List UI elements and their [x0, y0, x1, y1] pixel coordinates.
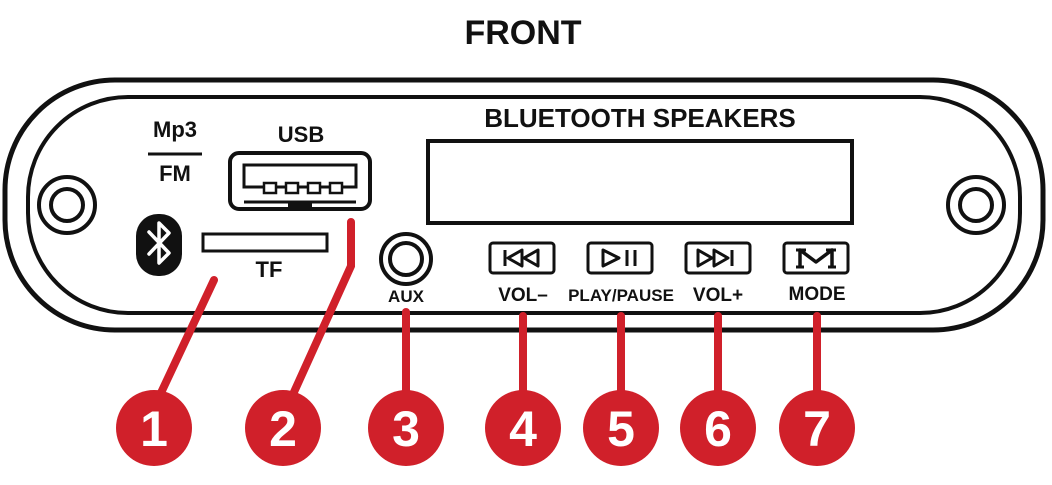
vol-down-button[interactable] — [488, 241, 556, 275]
previous-track-icon — [503, 248, 540, 268]
mode-button[interactable] — [782, 241, 850, 275]
leader-line-2 — [281, 218, 355, 416]
callout-4-number: 4 — [509, 401, 537, 457]
mode-label-fm: FM — [159, 161, 191, 186]
mode-label-mp3: Mp3 — [153, 117, 197, 142]
panel-header: BLUETOOTH SPEAKERS — [484, 103, 796, 133]
play-pause-button[interactable] — [586, 241, 654, 275]
bluetooth-icon — [136, 214, 182, 276]
callout-4: 4 — [485, 390, 561, 466]
vol-up-label: VOL+ — [693, 285, 743, 306]
usb-port[interactable] — [228, 151, 372, 211]
diagram-title: FRONT — [464, 14, 581, 52]
vol-up-button[interactable] — [684, 241, 752, 275]
callout-6: 6 — [680, 390, 756, 466]
leader-line-1 — [148, 276, 218, 416]
callout-5-number: 5 — [607, 401, 635, 457]
callout-3: 3 — [368, 390, 444, 466]
callout-7: 7 — [779, 390, 855, 466]
aux-label: AUX — [388, 287, 425, 306]
play-pause-label: PLAY/PAUSE — [568, 286, 674, 305]
play-pause-icon — [601, 248, 637, 268]
tf-label: TF — [256, 257, 283, 282]
callout-1-number: 1 — [140, 401, 168, 457]
next-track-icon — [696, 248, 734, 268]
vol-down-label: VOL– — [498, 285, 548, 306]
lcd-display — [426, 139, 854, 225]
callout-2-number: 2 — [269, 401, 297, 457]
callout-3-number: 3 — [392, 401, 420, 457]
tf-card-slot[interactable] — [201, 232, 329, 253]
callout-6-number: 6 — [704, 401, 732, 457]
callout-5: 5 — [583, 390, 659, 466]
callout-2: 2 — [245, 390, 321, 466]
usb-label: USB — [278, 122, 324, 147]
left-mounting-hole — [37, 175, 97, 235]
callout-7-number: 7 — [803, 401, 831, 457]
right-mounting-hole — [946, 175, 1006, 235]
mode-m-icon — [796, 248, 836, 269]
aux-jack[interactable] — [379, 232, 433, 286]
mode-label: MODE — [789, 284, 846, 305]
callout-1: 1 — [116, 390, 192, 466]
